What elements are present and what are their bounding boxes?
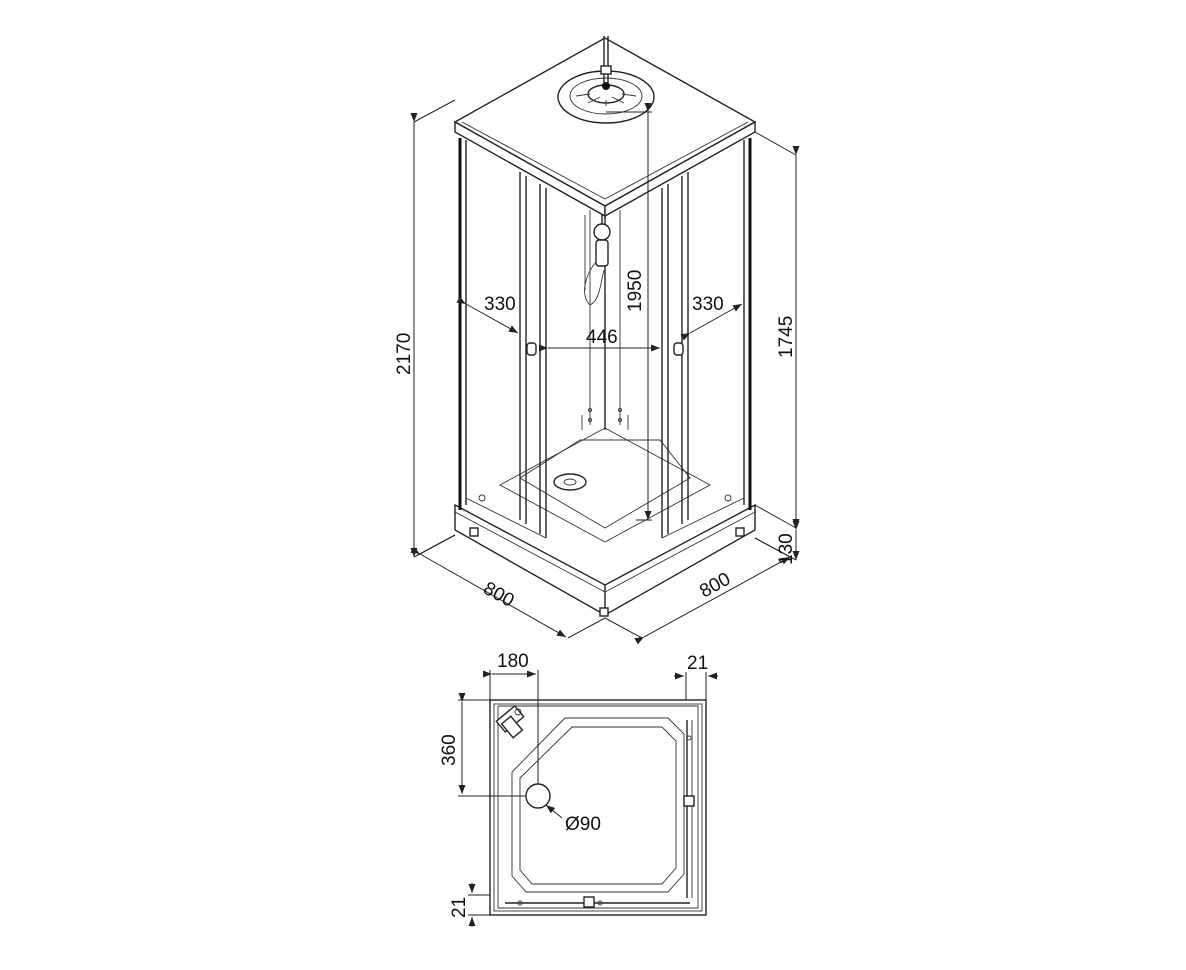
- plan-mixer-icon: [495, 704, 525, 739]
- profile-top-label: 21: [687, 653, 708, 674]
- right-door-handle-icon: [673, 342, 684, 356]
- left-door-handle-icon: [526, 342, 537, 356]
- roof: [453, 36, 757, 218]
- opening-width-label: 446: [586, 327, 618, 348]
- iso-dimension-lines: [410, 99, 800, 645]
- plan-view: 180 360 Ø90 21 21: [439, 651, 718, 927]
- plan-outline: [489, 699, 707, 916]
- profile-bottom-label: 21: [449, 897, 470, 918]
- tray-height-label: 130: [776, 533, 797, 565]
- shower-column: [584, 210, 611, 306]
- tray-basin: [499, 427, 711, 543]
- drain-offset-x-label: 180: [497, 651, 529, 672]
- drain-diameter-label: Ø90: [565, 814, 601, 835]
- door-left-label: 330: [484, 294, 516, 315]
- width-right-label: 800: [696, 569, 734, 603]
- mixer-knob-icon: [593, 223, 611, 241]
- shower-height-label: 1950: [625, 270, 646, 312]
- drain-icon: [553, 473, 587, 491]
- wall-height-label: 1745: [776, 316, 797, 358]
- isometric-view: 2170 1745 130 800 800 330 330 446 1950: [394, 36, 800, 645]
- drain-offset-y-label: 360: [439, 734, 460, 766]
- plan-drain-icon: [525, 783, 551, 809]
- total-height-label: 2170: [394, 333, 415, 375]
- door-right-label: 330: [692, 294, 724, 315]
